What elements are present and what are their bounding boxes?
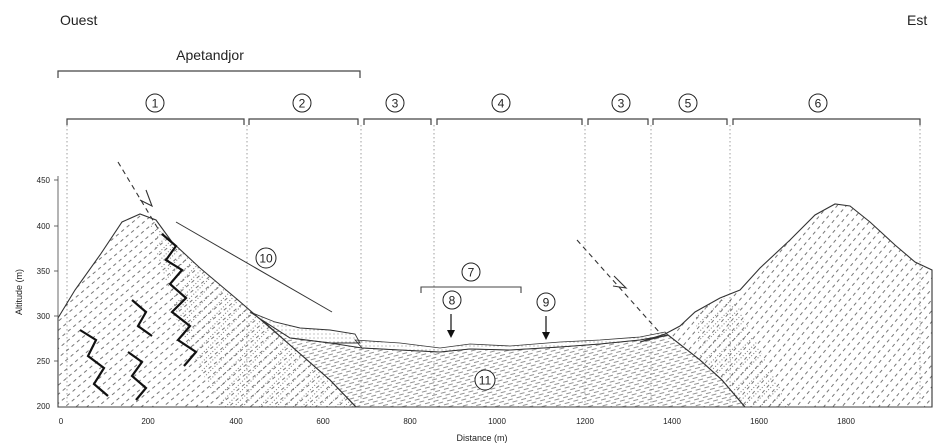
zone-labels: 1 2 3 4 3 5 6 (145, 93, 828, 113)
zone-bracket-2 (248, 118, 359, 125)
svg-text:3: 3 (392, 97, 399, 111)
x-tick-1600: 1600 (750, 417, 768, 426)
x-axis-label: Distance (m) (456, 433, 507, 443)
svg-text:10: 10 (259, 252, 273, 266)
zone-label-1: 1 (145, 93, 165, 113)
zone-label-3a: 3 (385, 93, 405, 113)
callout-9: 9 (536, 292, 556, 312)
callout-10: 10 (255, 247, 277, 269)
svg-text:3: 3 (618, 97, 625, 111)
svg-text:7: 7 (468, 266, 475, 280)
zone-label-2: 2 (292, 93, 312, 113)
y-tick-labels: 450 400 350 300 250 200 (37, 176, 51, 411)
surface-deposits (249, 311, 361, 344)
svg-text:4: 4 (498, 97, 505, 111)
callout-11: 11 (474, 369, 496, 391)
y-tick-250: 250 (37, 357, 51, 366)
x-tick-800: 800 (403, 417, 417, 426)
zone-bracket-3a (363, 118, 432, 125)
y-tick-350: 350 (37, 267, 51, 276)
dykes (79, 233, 198, 401)
svg-text:9: 9 (543, 296, 550, 310)
west-label: Ouest (60, 12, 97, 28)
svg-text:6: 6 (815, 97, 822, 111)
y-axis-label: Altitude (m) (14, 269, 24, 315)
range-bracket (57, 70, 361, 78)
y-tick-400: 400 (37, 222, 51, 231)
x-tick-1000: 1000 (488, 417, 506, 426)
x-tick-1200: 1200 (576, 417, 594, 426)
east-label: Est (907, 12, 927, 28)
x-tick-0: 0 (59, 417, 64, 426)
zone-bracket-3b (587, 118, 649, 125)
fault-west (117, 161, 161, 233)
x-tick-400: 400 (229, 417, 243, 426)
callout-8: 8 (442, 290, 462, 310)
x-tick-200: 200 (141, 417, 155, 426)
zone-bracket-4 (436, 118, 583, 125)
range-label: Apetandjor (176, 47, 244, 63)
fault-east (576, 239, 661, 334)
zone-bracket-1 (66, 118, 245, 125)
zone-label-5: 5 (678, 93, 698, 113)
y-tick-300: 300 (37, 312, 51, 321)
y-tick-200: 200 (37, 402, 51, 411)
callout-7-bracket (420, 286, 522, 293)
svg-text:11: 11 (479, 374, 492, 388)
x-tick-labels: 0 200 400 600 800 1000 1200 1400 1600 18… (59, 417, 856, 426)
east-massif-inner (695, 298, 790, 407)
arrow-8 (447, 314, 455, 338)
zone-brackets (66, 118, 921, 125)
zone-label-3b: 3 (611, 93, 631, 113)
svg-text:2: 2 (299, 97, 306, 111)
y-tick-marks (54, 179, 58, 362)
arrow-9 (542, 316, 550, 340)
x-tick-600: 600 (316, 417, 330, 426)
zone-label-4: 4 (491, 93, 511, 113)
svg-text:1: 1 (152, 97, 159, 111)
zone-bracket-6 (732, 118, 921, 125)
callout-10-line (175, 221, 333, 313)
callout-7: 7 (461, 262, 481, 282)
zone-bracket-5 (652, 118, 728, 125)
x-tick-1800: 1800 (837, 417, 855, 426)
zone-label-6: 6 (808, 93, 828, 113)
x-tick-1400: 1400 (663, 417, 681, 426)
y-tick-450: 450 (37, 176, 51, 185)
svg-text:5: 5 (685, 97, 692, 111)
svg-text:8: 8 (449, 294, 456, 308)
